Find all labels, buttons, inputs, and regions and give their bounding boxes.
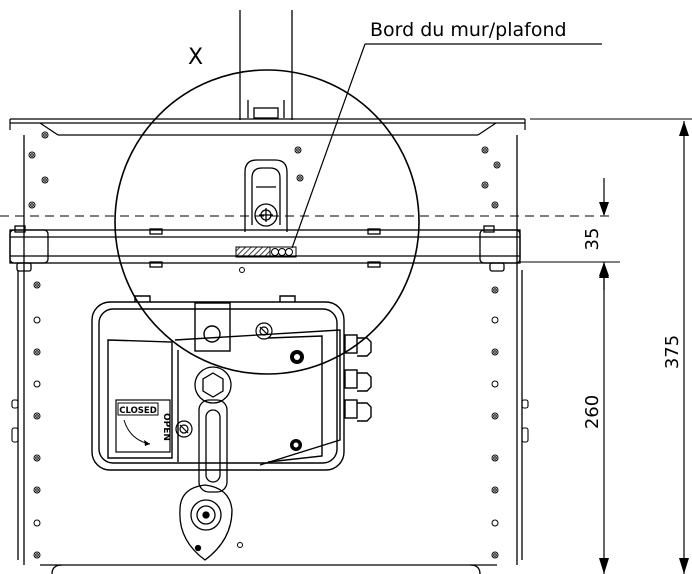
- override-lever: [194, 366, 232, 493]
- housing-panel: [17, 135, 523, 574]
- dimension-260-label: 260: [582, 395, 603, 429]
- dimension-35-label: 35: [582, 228, 603, 251]
- dimension-260: 260: [582, 264, 609, 574]
- badge-open-label: OPEN: [161, 413, 171, 441]
- rivet-left-col: [28, 131, 49, 559]
- side-tabs: [11, 399, 529, 443]
- badge-closed-label: CLOSED: [119, 406, 157, 416]
- detail-circle: [114, 69, 420, 375]
- dimension-375: 375: [662, 121, 689, 574]
- edge-callout-label: Bord du mur/plafond: [370, 19, 567, 41]
- rivet-right-col: [481, 146, 501, 559]
- arrow-icon: [123, 419, 151, 445]
- detail-marker: X: [188, 45, 203, 70]
- knob-icon: [290, 350, 304, 451]
- edge-callout: Bord du mur/plafond: [291, 19, 602, 249]
- bottom-connector: [179, 484, 233, 561]
- mounting-post: [239, 10, 293, 120]
- top-flange: [9, 118, 526, 136]
- extension-lines: [520, 118, 692, 263]
- keyhole-bracket: [244, 159, 288, 232]
- actuator-body: [91, 295, 372, 471]
- hole-icon: [194, 544, 202, 552]
- rivets: [28, 131, 501, 559]
- dimension-375-label: 375: [662, 335, 683, 369]
- state-badge: CLOSED OPEN: [115, 399, 171, 453]
- mounting-rail: [9, 225, 521, 272]
- wall-edge-marker: [235, 246, 297, 258]
- screw-icon: [175, 322, 273, 438]
